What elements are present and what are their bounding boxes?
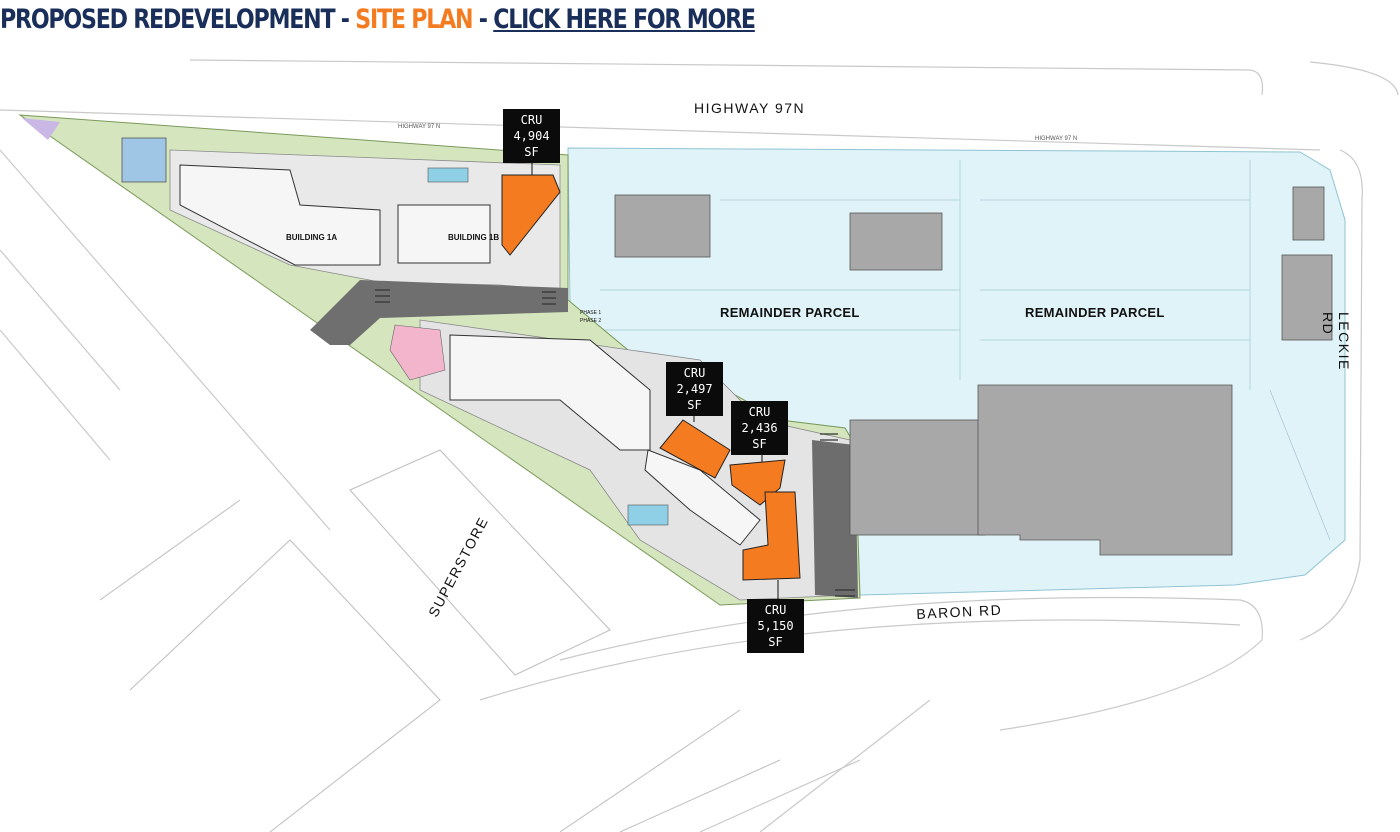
cru-title: CRU <box>520 113 543 127</box>
parking-stall-lines <box>600 160 1331 541</box>
cru-area: 2,497 SF <box>676 382 713 412</box>
remainder-parcel-label-right: REMAINDER PARCEL <box>1025 305 1165 320</box>
cru-unit-1-footprint <box>501 174 561 256</box>
retail-building-1 <box>614 194 711 258</box>
phase-1-label: PHASE 1 <box>580 310 602 316</box>
cru-title: CRU <box>748 405 771 419</box>
cru-area: 5,150 SF <box>757 619 794 649</box>
building-1a-label: BUILDING 1A <box>286 233 338 242</box>
crosswalks <box>375 289 855 597</box>
cru-title: CRU <box>683 366 706 380</box>
leckie-rd-label: LECKIE RD <box>1320 312 1352 371</box>
cru-area: 4,904 SF <box>513 129 550 159</box>
header-title: PROPOSED REDEVELOPMENT - <box>0 4 356 35</box>
drive-aisle <box>812 440 858 598</box>
highway-97n-small-label-left: HIGHWAY 97 N <box>398 124 441 130</box>
cru-unit-4-footprint <box>742 491 801 581</box>
remainder-parcel-label-left: REMAINDER PARCEL <box>720 305 860 320</box>
click-here-link[interactable]: CLICK HERE FOR MORE <box>493 4 756 35</box>
building-1b-footprint <box>397 204 491 264</box>
phase-2-label: PHASE 2 <box>580 318 602 324</box>
cru-unit-2-footprint <box>659 419 731 479</box>
sport-court <box>121 137 167 183</box>
pool-south <box>627 504 669 526</box>
header-site-plan: SITE PLAN <box>355 4 473 35</box>
retail-building-5 <box>849 419 986 536</box>
cru-callout-3[interactable]: CRU 2,436 SF <box>731 401 788 455</box>
cru-callout-1[interactable]: CRU 4,904 SF <box>503 109 560 163</box>
cru-callout-2[interactable]: CRU 2,497 SF <box>666 362 723 416</box>
lot-lines <box>99 449 781 832</box>
access-road <box>310 280 568 345</box>
retail-building-2 <box>849 212 943 271</box>
highway-97n-label: HIGHWAY 97N <box>694 100 806 116</box>
cru-title: CRU <box>764 603 787 617</box>
building-phase2-footprint <box>449 334 651 451</box>
highway-97n-small-label-right: HIGHWAY 97 N <box>1035 136 1078 142</box>
building-1b-label: BUILDING 1B <box>448 233 500 242</box>
cru-callout-4[interactable]: CRU 5,150 SF <box>747 599 804 653</box>
retail-building-3 <box>1292 186 1325 241</box>
top-left-plaza <box>22 118 60 140</box>
header-separator: - <box>472 4 494 35</box>
building-1a-footprint <box>179 164 381 266</box>
cru-area: 2,436 SF <box>741 421 778 451</box>
retail-building-4 <box>1281 254 1333 341</box>
pool-north <box>427 167 469 183</box>
playground <box>389 324 446 381</box>
retail-building-6 <box>977 384 1233 556</box>
page-header: PROPOSED REDEVELOPMENT - SITE PLAN - CLI… <box>0 4 756 44</box>
